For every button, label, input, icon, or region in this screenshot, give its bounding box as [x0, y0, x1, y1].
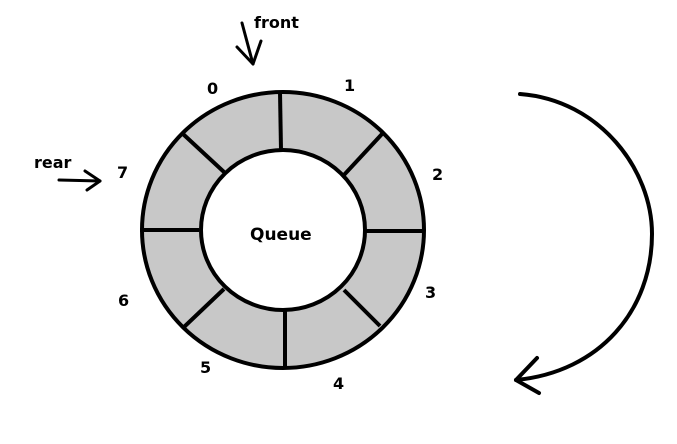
clockwise-direction-arrow-icon	[514, 92, 654, 395]
slot-label-4: 4	[333, 374, 344, 393]
queue-center-label: Queue	[250, 225, 312, 245]
rear-pointer: rear	[34, 153, 102, 192]
slot-label-2: 2	[432, 165, 443, 184]
slot-label-0: 0	[207, 79, 218, 98]
slot-label-3: 3	[425, 283, 436, 302]
slot-divider	[278, 91, 283, 151]
ring-inner-edge	[199, 148, 367, 312]
slot-labels: 0 1 2 3 4 5 6 7	[117, 76, 443, 393]
slot-divider	[182, 287, 226, 329]
slot-dividers	[140, 91, 424, 367]
front-pointer: front	[235, 13, 299, 66]
slot-label-1: 1	[344, 76, 355, 95]
queue-ring	[140, 90, 426, 370]
slot-label-7: 7	[117, 163, 128, 182]
slot-divider	[181, 132, 226, 174]
rear-arrow-icon	[57, 169, 102, 192]
slot-label-5: 5	[200, 358, 211, 377]
slot-divider	[341, 132, 384, 178]
front-pointer-label: front	[254, 13, 299, 32]
rear-pointer-label: rear	[34, 153, 72, 172]
slot-label-6: 6	[118, 291, 129, 310]
slot-divider	[342, 288, 382, 328]
front-arrow-icon	[235, 21, 263, 66]
